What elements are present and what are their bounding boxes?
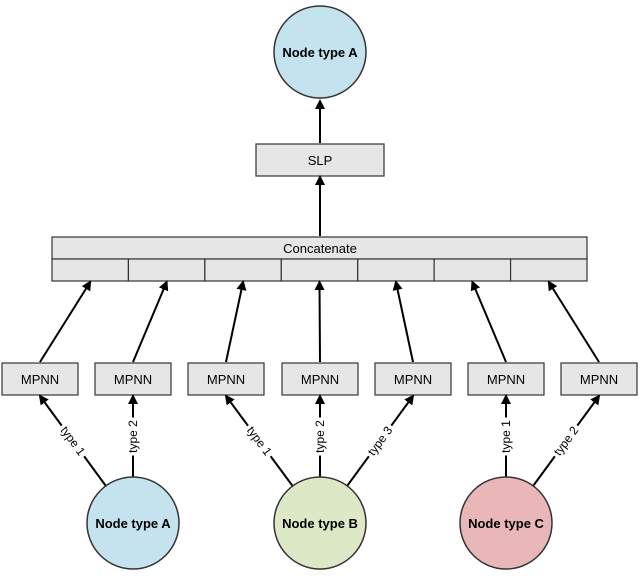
mpnn-box: MPNN <box>467 362 545 396</box>
mpnn-label: MPNN <box>394 372 432 387</box>
mpnn-to-concat-edge <box>39 280 92 363</box>
mpnn-box: MPNN <box>94 362 172 396</box>
mpnn-box-rect <box>281 362 359 396</box>
edge-label-background <box>56 420 91 460</box>
input-node-label: Node type A <box>95 516 171 531</box>
output-node: Node type A <box>273 5 367 99</box>
mpnn-box-rect <box>560 362 638 396</box>
edge-label-background <box>125 417 139 456</box>
edge-label-background <box>498 417 512 456</box>
input-node-label: Node type B <box>282 516 358 531</box>
mpnn-label: MPNN <box>301 372 339 387</box>
concatenate-slot <box>357 258 435 282</box>
mpnn-box-rect <box>374 362 452 396</box>
mpnn-box: MPNN <box>374 362 452 396</box>
concatenate-box: Concatenate <box>51 236 588 282</box>
output-node-label: Node type A <box>282 45 358 60</box>
edge-label-background <box>548 420 583 460</box>
input-node-circle <box>459 476 553 570</box>
concatenate-slot <box>280 258 359 282</box>
input-node: Node type A <box>86 476 180 570</box>
edge-label-background <box>243 420 278 460</box>
edge-type-label: type 1 <box>499 420 513 453</box>
concatenate-slot <box>127 258 206 282</box>
mpnn-box: MPNN <box>560 362 638 396</box>
mpnn-layer: MPNN MPNN MPNN MPNN MPNN MPNN MPNN <box>1 362 638 396</box>
mpnn-label: MPNN <box>487 372 525 387</box>
mpnn-label: MPNN <box>114 372 152 387</box>
concatenate-slot <box>204 258 282 282</box>
mpnn-label: MPNN <box>207 372 245 387</box>
input-node-circle <box>273 476 367 570</box>
input-node-circle <box>86 476 180 570</box>
mpnn-box: MPNN <box>281 362 359 396</box>
output-node-circle <box>273 5 367 99</box>
concatenate-slot <box>433 258 512 282</box>
mpnn-to-concat-edge <box>225 280 247 363</box>
mpnn-label: MPNN <box>580 372 618 387</box>
slp-box-rect <box>255 143 385 177</box>
mpnn-to-concat-edge <box>547 280 600 363</box>
mpnn-box-rect <box>467 362 545 396</box>
mpnn-to-concat-edge <box>392 280 414 363</box>
concatenate-slots <box>51 258 588 282</box>
concatenate-label: Concatenate <box>283 241 357 256</box>
edge-type-label: type 2 <box>126 420 140 453</box>
mpnn-to-concat-edge <box>132 280 169 363</box>
mpnn-to-concat-edge <box>314 280 325 363</box>
mpnn-box-rect <box>94 362 172 396</box>
mpnn-label: MPNN <box>21 372 59 387</box>
slp-box: SLP <box>255 143 385 177</box>
slp-label: SLP <box>308 153 333 168</box>
input-node: Node type B <box>273 476 367 570</box>
mpnn-box-rect <box>187 362 265 396</box>
concatenate-slot <box>51 258 130 282</box>
concatenate-slot <box>509 258 588 282</box>
input-node: Node type C <box>459 476 553 570</box>
edge-type-label: type 2 <box>313 420 327 453</box>
input-nodes: Node type A Node type B Node type C <box>86 476 553 570</box>
mpnn-box: MPNN <box>187 362 265 396</box>
input-node-label: Node type C <box>468 516 544 531</box>
edge-label-background <box>312 417 326 456</box>
mpnn-box: MPNN <box>1 362 79 396</box>
edge-label-background <box>362 420 397 460</box>
mpnn-to-concat-edge <box>470 280 507 363</box>
